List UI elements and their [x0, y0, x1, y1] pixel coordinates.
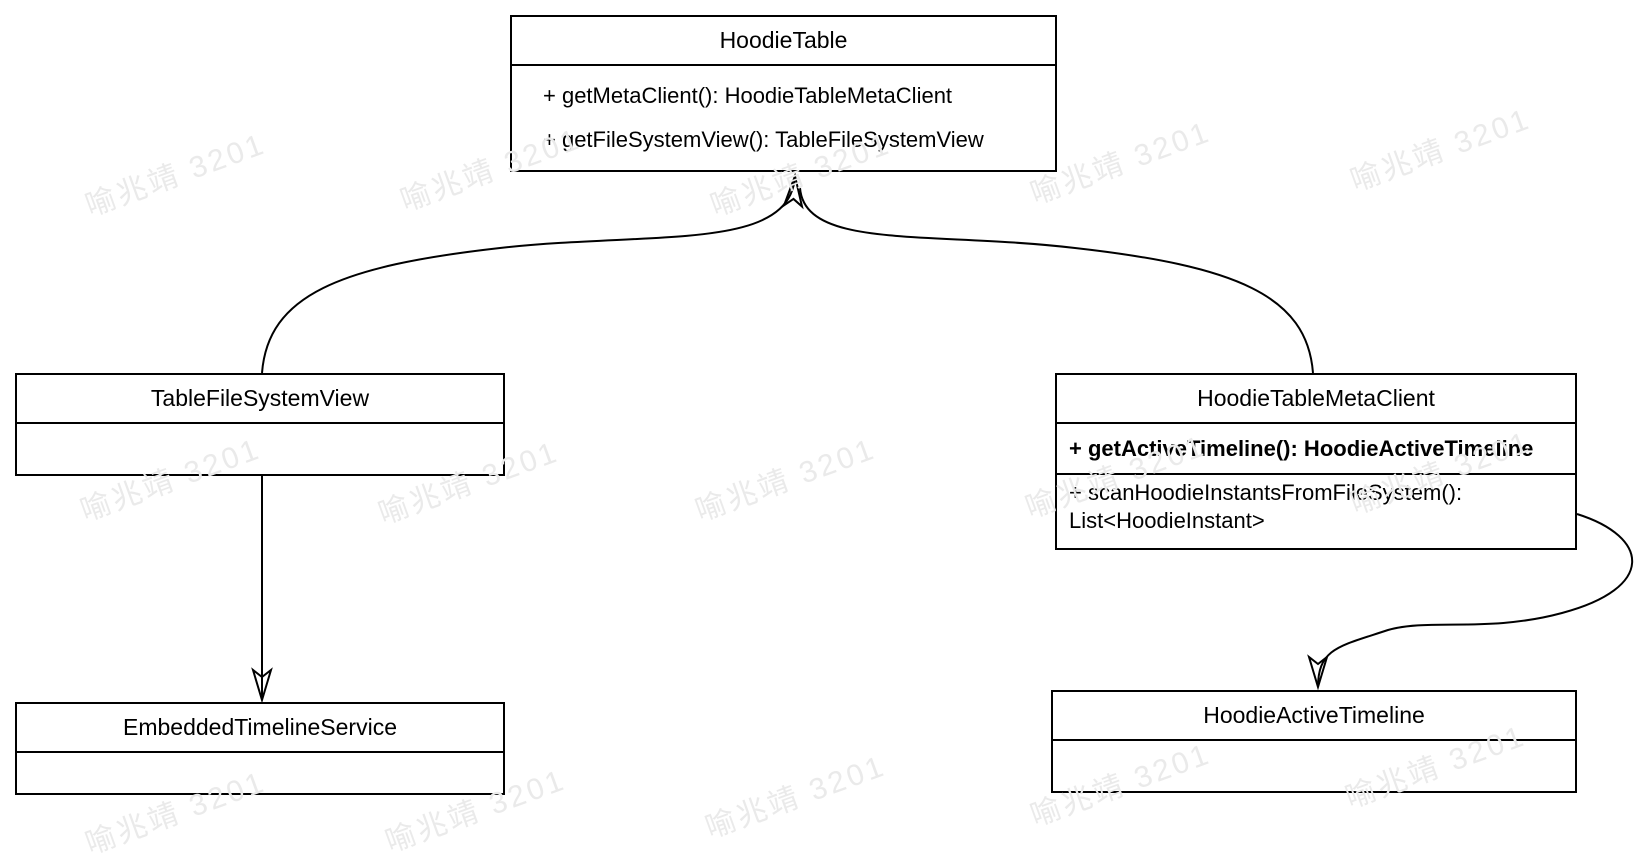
class-tablefilesystemview: TableFileSystemView — [15, 373, 505, 476]
watermark-text: 喻兆靖 3201 — [1346, 102, 1536, 199]
class-title: HoodieTable — [512, 17, 1055, 66]
watermark-text: 喻兆靖 3201 — [81, 127, 271, 224]
class-title: TableFileSystemView — [17, 375, 503, 424]
watermark-text: 喻兆靖 3201 — [691, 432, 881, 529]
class-title: EmbeddedTimelineService — [17, 704, 503, 753]
class-methods: + getMetaClient(): HoodieTableMetaClient… — [512, 66, 1055, 170]
method-getactivetimeline: + getActiveTimeline(): HoodieActiveTimel… — [1057, 424, 1575, 475]
uml-class-diagram: HoodieTable + getMetaClient(): HoodieTab… — [15, 15, 1634, 861]
class-embeddedtimelineservice: EmbeddedTimelineService — [15, 702, 505, 795]
class-hoodieactivetimeline: HoodieActiveTimeline — [1051, 690, 1577, 793]
class-title: HoodieActiveTimeline — [1053, 692, 1575, 741]
method-getfilesystemview: + getFileSystemView(): TableFileSystemVi… — [543, 126, 984, 152]
class-empty-section — [17, 424, 503, 474]
class-hoodietablemetaclient: HoodieTableMetaClient + getActiveTimelin… — [1055, 373, 1577, 550]
edge-tablefilesystemview-to-hoodietable — [261, 176, 795, 374]
class-hoodietable: HoodieTable + getMetaClient(): HoodieTab… — [510, 15, 1057, 172]
method-scan-line2: List<HoodieInstant> — [1069, 507, 1265, 533]
edge-hoodietablemetaclient-to-hoodietable — [799, 187, 1314, 374]
class-empty-section — [17, 753, 503, 793]
method-getmetaclient: + getMetaClient(): HoodieTableMetaClient — [543, 83, 953, 109]
method-scanhoodieinstants: + scanHoodieInstantsFromFileSystem(): Li… — [1057, 475, 1575, 546]
class-empty-section — [1053, 741, 1575, 791]
method-scan-line1: + scanHoodieInstantsFromFileSystem(): — [1069, 479, 1463, 505]
class-title: HoodieTableMetaClient — [1057, 375, 1575, 424]
watermark-text: 喻兆靖 3201 — [701, 749, 891, 846]
